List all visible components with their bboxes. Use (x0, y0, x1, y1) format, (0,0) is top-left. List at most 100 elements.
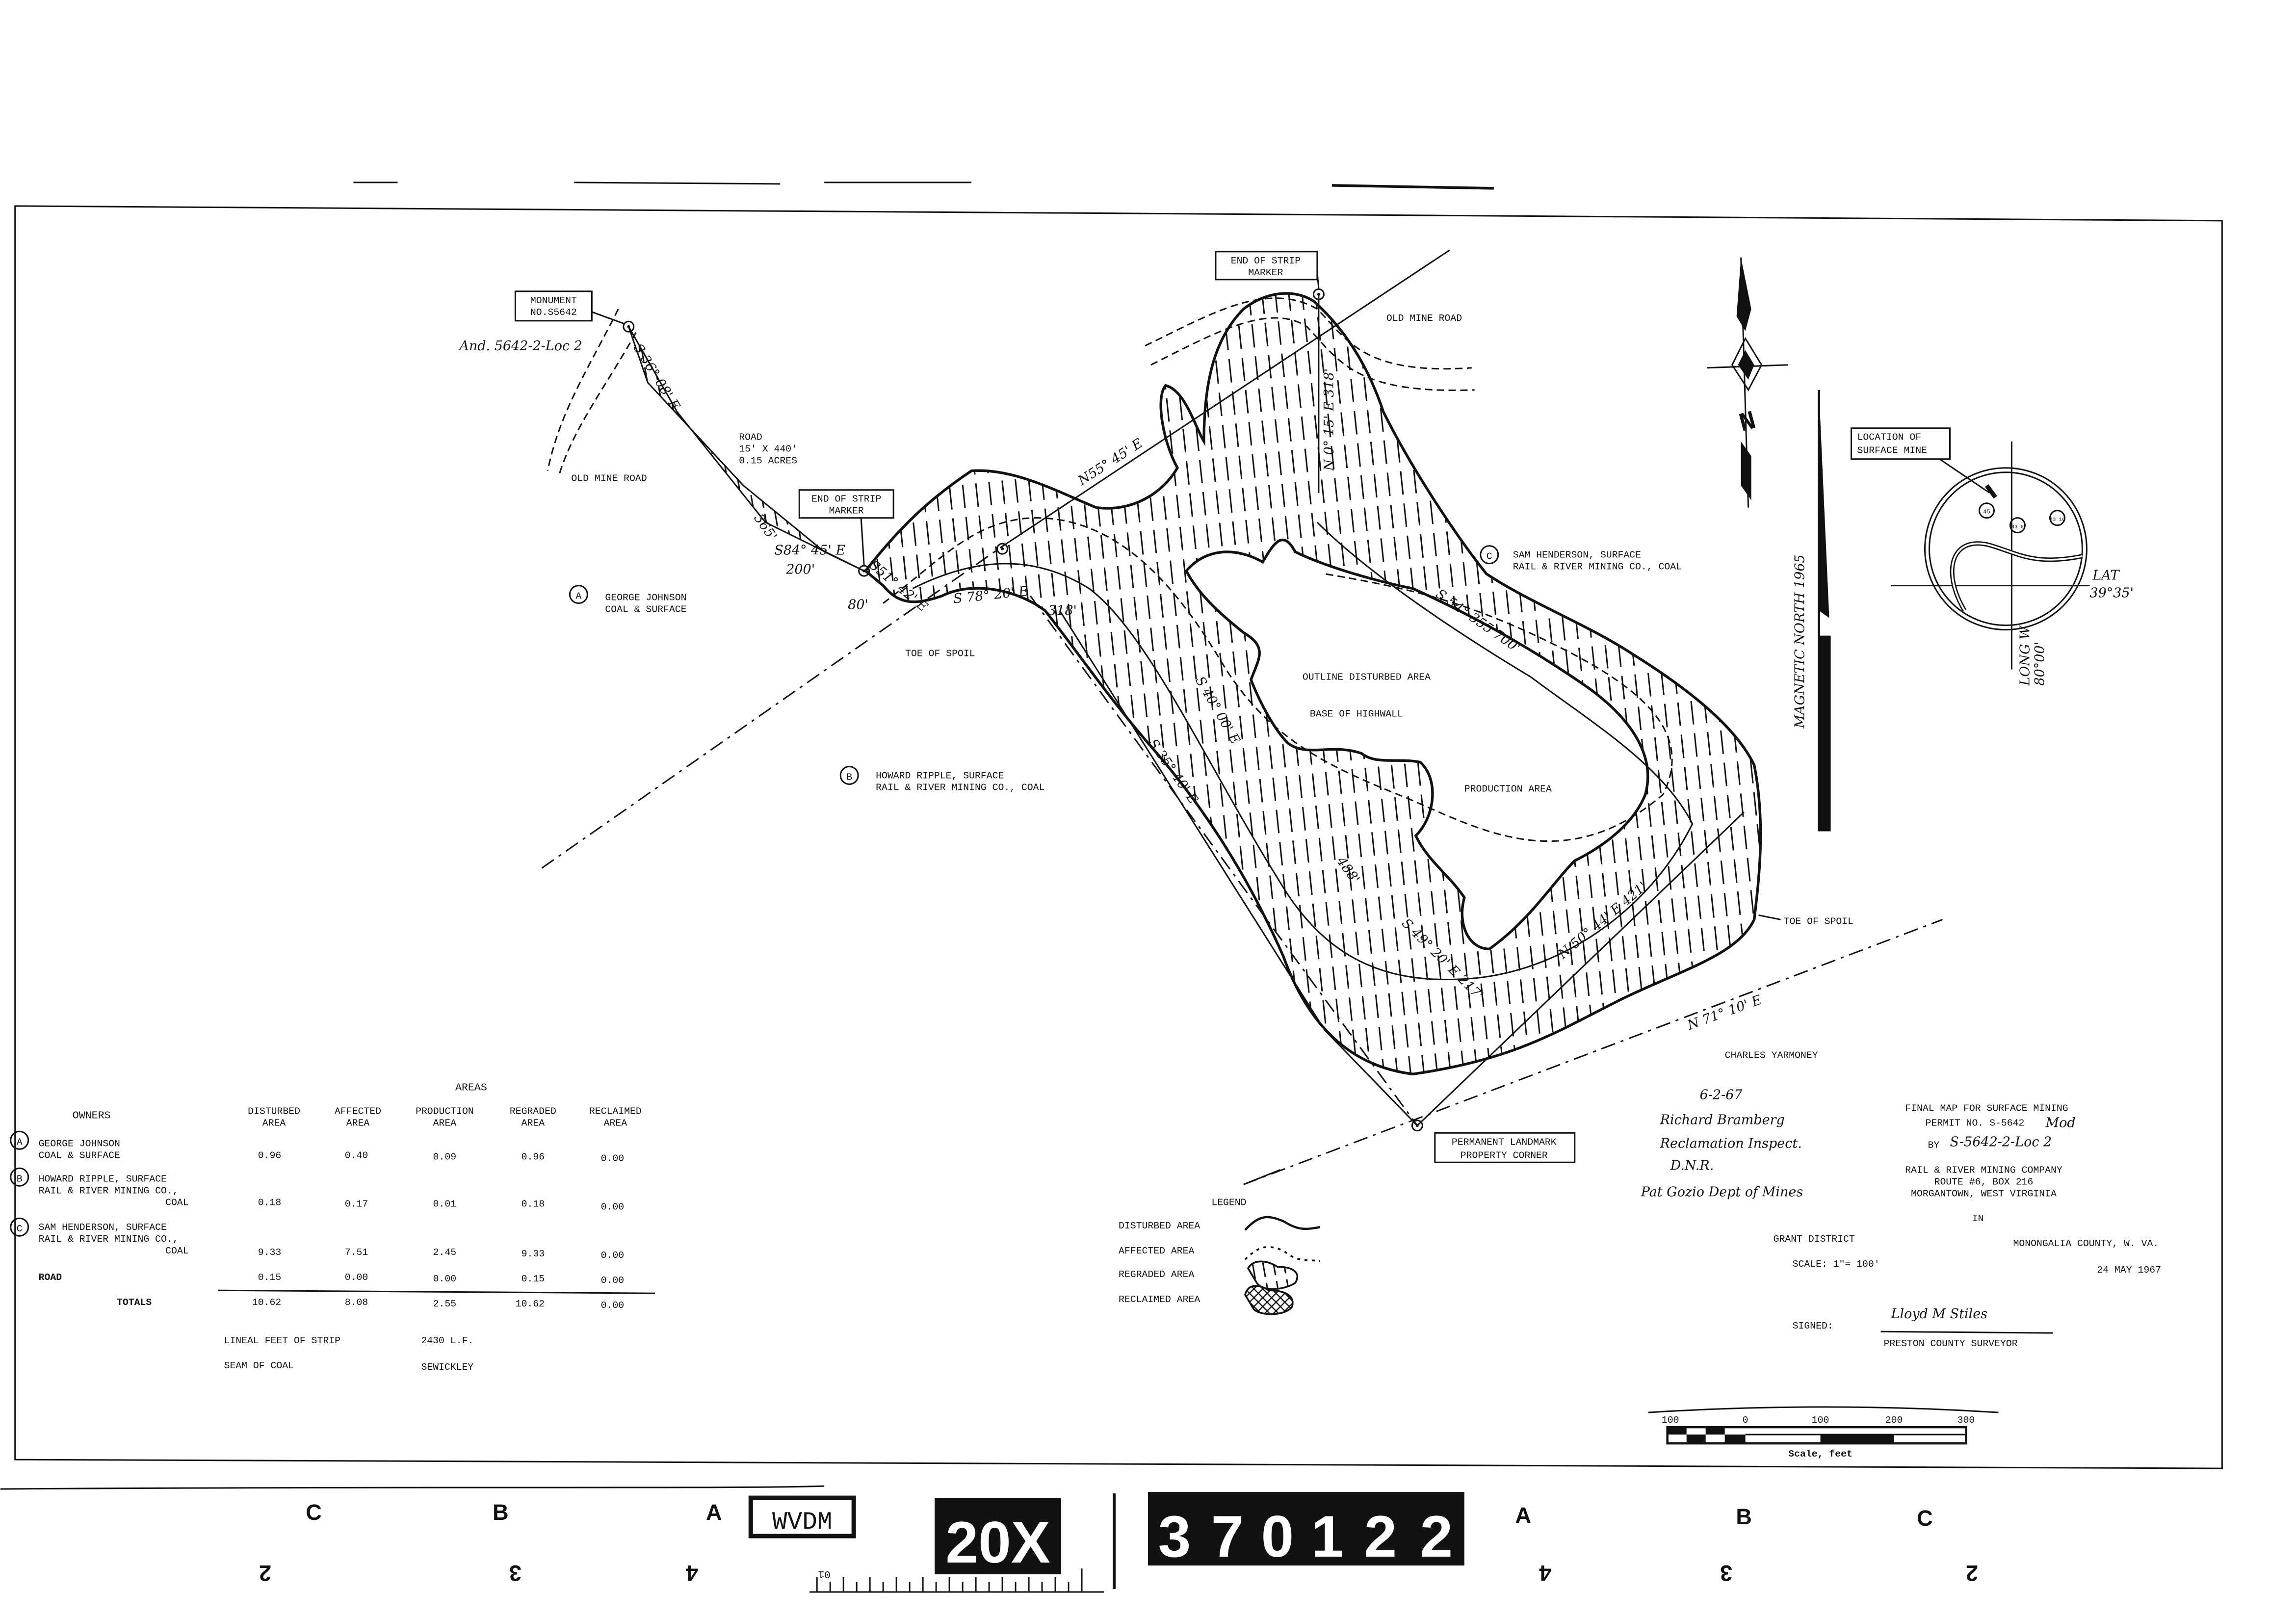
svg-text:TOTALS: TOTALS (117, 1297, 152, 1308)
table-row: ROAD 0.15 0.00 0.00 0.15 0.00 (39, 1272, 624, 1286)
svg-text:0.00: 0.00 (433, 1274, 456, 1284)
property-line-s35 (1029, 595, 1418, 1126)
toe-of-spoil-label-west: TOE OF SPOIL (905, 649, 975, 659)
svg-text:0.15: 0.15 (522, 1274, 545, 1284)
svg-text:AREA: AREA (346, 1118, 370, 1128)
old-mine-road-label-north: OLD MINE ROAD (1386, 313, 1462, 324)
svg-text:B: B (1736, 1504, 1751, 1529)
svg-text:PERMANENT LANDMARK: PERMANENT LANDMARK (1452, 1137, 1557, 1148)
svg-text:SAM HENDERSON, SURFACE: SAM HENDERSON, SURFACE (39, 1222, 167, 1233)
svg-text:PERMIT NO. S-5642: PERMIT NO. S-5642 (1926, 1118, 2025, 1128)
lineal-feet-value: 2430 L.F. (421, 1335, 473, 1346)
svg-text:GEORGE JOHNSON: GEORGE JOHNSON (605, 593, 686, 603)
monument-handwritten-note: And. 5642-2-Loc 2 (458, 339, 582, 354)
svg-text:0.00: 0.00 (601, 1153, 624, 1164)
svg-text:0.00: 0.00 (601, 1300, 624, 1311)
svg-text:C: C (306, 1500, 321, 1525)
svg-text:24 MAY 1967: 24 MAY 1967 (2097, 1265, 2161, 1276)
legend-item: RECLAIMED AREA (1119, 1294, 1200, 1305)
svg-text:NO.S5642: NO.S5642 (530, 307, 577, 318)
svg-text:N: N (1736, 406, 1759, 439)
toe-of-spoil-label-east: TOE OF SPOIL (1784, 916, 1853, 927)
svg-text:0: 0 (1743, 1415, 1748, 1426)
svg-text:PRODUCTION: PRODUCTION (416, 1106, 474, 1117)
svg-text:0.15: 0.15 (258, 1272, 281, 1283)
svg-text:RAIL & RIVER MINING CO.,: RAIL & RIVER MINING CO., (39, 1185, 179, 1196)
seam-label: SEAM OF COAL (224, 1360, 294, 1371)
bearing-s84: S84° 45' E (774, 543, 845, 558)
svg-text:100: 100 (1662, 1415, 1679, 1426)
end-strip-box-north: END OF STRIP MARKER (1215, 251, 1320, 288)
owners-header: OWNERS (73, 1110, 111, 1121)
title-block: FINAL MAP FOR SURFACE MINING PERMIT NO. … (1774, 1103, 2161, 1349)
svg-text:2: 2 (1966, 1561, 1978, 1586)
svg-text:10.62: 10.62 (252, 1297, 281, 1308)
svg-text:01: 01 (818, 1568, 831, 1579)
svg-text:3: 3 (509, 1561, 522, 1586)
svg-text:SAM HENDERSON, SURFACE: SAM HENDERSON, SURFACE (1513, 550, 1641, 561)
svg-text:A: A (706, 1500, 722, 1525)
svg-text:0.18: 0.18 (522, 1199, 545, 1209)
svg-text:ROAD: ROAD (39, 1272, 62, 1283)
svg-text:7.51: 7.51 (345, 1247, 368, 1258)
svg-text:AREA: AREA (262, 1118, 286, 1128)
svg-text:0.09: 0.09 (433, 1151, 456, 1162)
monument-marker (623, 320, 635, 333)
svg-text:0.40: 0.40 (345, 1150, 368, 1161)
north-arrow-icon: N (1707, 257, 1788, 508)
legend-item: AFFECTED AREA (1119, 1246, 1194, 1256)
svg-text:AREA: AREA (522, 1118, 545, 1128)
svg-text:2.45: 2.45 (433, 1247, 456, 1258)
legend: LEGEND DISTURBED AREA AFFECTED AREA REGR… (1119, 1169, 1321, 1315)
svg-text:A: A (17, 1137, 23, 1148)
svg-text:45: 45 (1983, 509, 1990, 516)
svg-text:2.55: 2.55 (433, 1299, 456, 1309)
svg-text:LOCATION OF: LOCATION OF (1857, 432, 1922, 443)
svg-text:0.18: 0.18 (258, 1197, 281, 1208)
svg-text:Mod: Mod (2045, 1115, 2075, 1130)
svg-text:D.N.R.: D.N.R. (1670, 1158, 1714, 1173)
svg-text:GEORGE JOHNSON: GEORGE JOHNSON (39, 1138, 120, 1149)
svg-text:BY: BY (1928, 1140, 1940, 1150)
svg-text:COAL: COAL (165, 1246, 188, 1256)
film-ruler: 01 (809, 1568, 1104, 1593)
svg-text:3: 3 (1158, 1504, 1191, 1569)
reduction-ratio-label: 20X (935, 1498, 1062, 1575)
svg-text:Reclamation Inspect.: Reclamation Inspect. (1660, 1136, 1802, 1151)
distance-318: 318' (1048, 603, 1077, 619)
svg-text:9.33: 9.33 (522, 1249, 545, 1259)
svg-text:GRANT DISTRICT: GRANT DISTRICT (1774, 1234, 1855, 1245)
svg-text:3: 3 (1720, 1561, 1732, 1586)
svg-text:0.01: 0.01 (433, 1199, 456, 1209)
svg-text:MAGNETIC NORTH 1965: MAGNETIC NORTH 1965 (1793, 554, 1808, 729)
disturbed-area (863, 292, 1762, 1076)
svg-text:0.17: 0.17 (345, 1199, 368, 1209)
svg-text:RAIL & RIVER MINING CO., COAL: RAIL & RIVER MINING CO., COAL (1513, 562, 1682, 573)
legend-item: DISTURBED AREA (1119, 1221, 1200, 1231)
svg-text:RECLAIMED: RECLAIMED (589, 1106, 642, 1117)
svg-text:39°35': 39°35' (2089, 586, 2134, 601)
svg-text:A: A (575, 591, 581, 602)
svg-text:B: B (493, 1500, 508, 1525)
map-drawing: MONUMENT NO.S5642 And. 5642-2-Loc 2 END … (458, 249, 1943, 1185)
svg-text:C: C (17, 1224, 23, 1234)
frame-number: 3 7 0 1 2 2 (1148, 1492, 1464, 1569)
svg-text:ROUTE #6, BOX 216: ROUTE #6, BOX 216 (1934, 1176, 2034, 1187)
svg-text:2: 2 (1364, 1504, 1397, 1569)
svg-text:200: 200 (1885, 1415, 1903, 1426)
svg-text:WVDM: WVDM (772, 1509, 832, 1537)
svg-text:8.08: 8.08 (345, 1297, 368, 1308)
base-highwall-label: BASE OF HIGHWALL (1310, 709, 1403, 720)
graphic-scale-bar: 100 0 100 200 300 Scale, feet (1648, 1406, 1999, 1460)
svg-text:DISTURBED: DISTURBED (248, 1106, 300, 1117)
svg-text:1: 1 (1311, 1504, 1344, 1569)
svg-text:B: B (846, 772, 852, 783)
film-strip: C B A A B C WVDM 20X 3 7 0 1 2 2 2 3 4 4… (0, 1485, 1978, 1593)
bearing-n0: N 0° 15' E 318' (1322, 368, 1337, 471)
svg-text:LONG W: LONG W (2017, 625, 2033, 686)
